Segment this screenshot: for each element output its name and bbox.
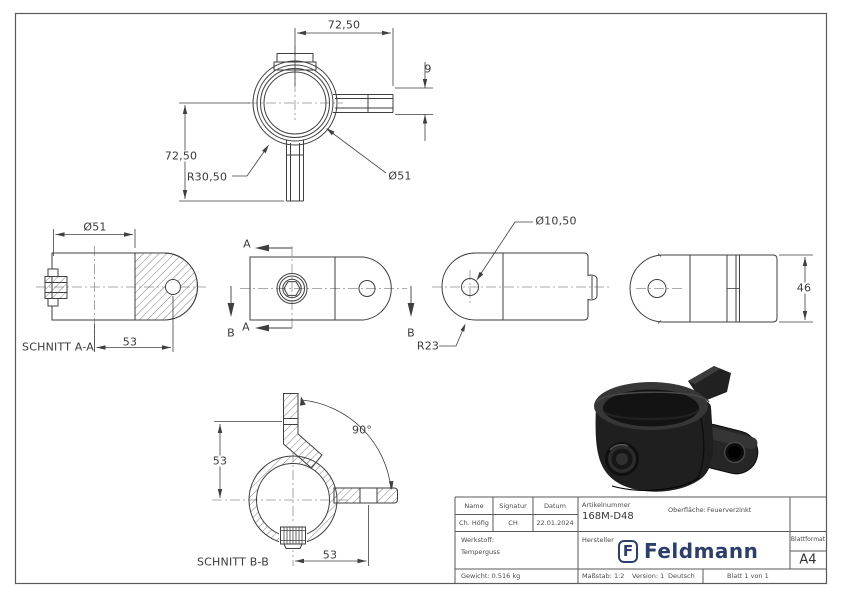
front-view xyxy=(629,253,813,324)
oberflaeche-label: Oberfläche: xyxy=(668,505,706,514)
name-header: Name xyxy=(464,501,484,510)
dim-angle-90: 90° xyxy=(351,423,373,437)
werkstoff-label: Werkstoff: xyxy=(461,535,495,544)
dim-53-section-aa: 53 xyxy=(122,335,138,349)
side-view xyxy=(227,244,415,332)
dim-diameter-51-section: Ø51 xyxy=(83,220,107,234)
dim-46-height: 46 xyxy=(794,281,814,295)
section-aa-view xyxy=(36,229,206,352)
section-bb-view xyxy=(212,393,398,566)
part-3d-render xyxy=(594,366,759,492)
werkstoff-value: Temperguss xyxy=(461,547,500,556)
dim-diameter-51-top: Ø51 xyxy=(388,169,412,183)
brand-logo-text: Feldmann xyxy=(644,539,759,563)
blatt-value: Blatt 1 von 1 xyxy=(727,571,769,580)
marker-a-top: A xyxy=(243,237,251,251)
dim-radius-r3050: R30,50 xyxy=(186,170,228,184)
artikelnummer-label: Artikelnummer xyxy=(582,500,631,509)
marker-a-bottom: A xyxy=(242,320,250,334)
section-bb-title: SCHNITT B-B xyxy=(196,555,270,569)
name-value: Ch. Höfig xyxy=(459,518,489,527)
signatur-value: CH xyxy=(508,518,518,527)
title-block-grid xyxy=(454,496,826,583)
dim-left-height: 72,50 xyxy=(162,149,200,163)
oberflaeche-value: Feuerverzinkt xyxy=(707,505,752,514)
datum-header: Datum xyxy=(544,501,566,510)
lug-view xyxy=(432,221,610,347)
datum-value: 22.01.2024 xyxy=(536,518,574,527)
version-value: Version: 1 xyxy=(632,571,665,580)
sheet-frame xyxy=(14,12,828,585)
signatur-header: Signatur xyxy=(499,501,527,510)
sprache-value: Deutsch xyxy=(668,571,695,580)
massstab-value: Maßstab: 1:2 xyxy=(582,571,625,580)
brand-logo: F Feldmann xyxy=(618,538,788,564)
brand-logo-icon: F xyxy=(618,539,638,563)
dim-radius-r23: R23 xyxy=(416,339,440,353)
dim-hole-diameter: Ø10,50 xyxy=(535,214,577,228)
gewicht-value: Gewicht: 0.516 kg xyxy=(461,571,521,580)
blattformat-label: Blattformat xyxy=(790,536,826,543)
marker-b-left: B xyxy=(227,326,235,340)
top-view xyxy=(179,28,433,202)
dim-tab-thickness: 9 xyxy=(424,62,432,76)
hersteller-label: Hersteller xyxy=(582,535,614,544)
dim-53-vertical-bb: 53 xyxy=(210,454,230,468)
blattformat-value: A4 xyxy=(799,552,817,568)
section-aa-title: SCHNITT A-A xyxy=(22,340,94,354)
marker-b-right: B xyxy=(407,326,415,340)
dim-top-width: 72,50 xyxy=(327,18,361,32)
artikelnummer-value: 168M-D48 xyxy=(582,511,634,522)
dim-53-horizontal-bb: 53 xyxy=(322,548,338,562)
